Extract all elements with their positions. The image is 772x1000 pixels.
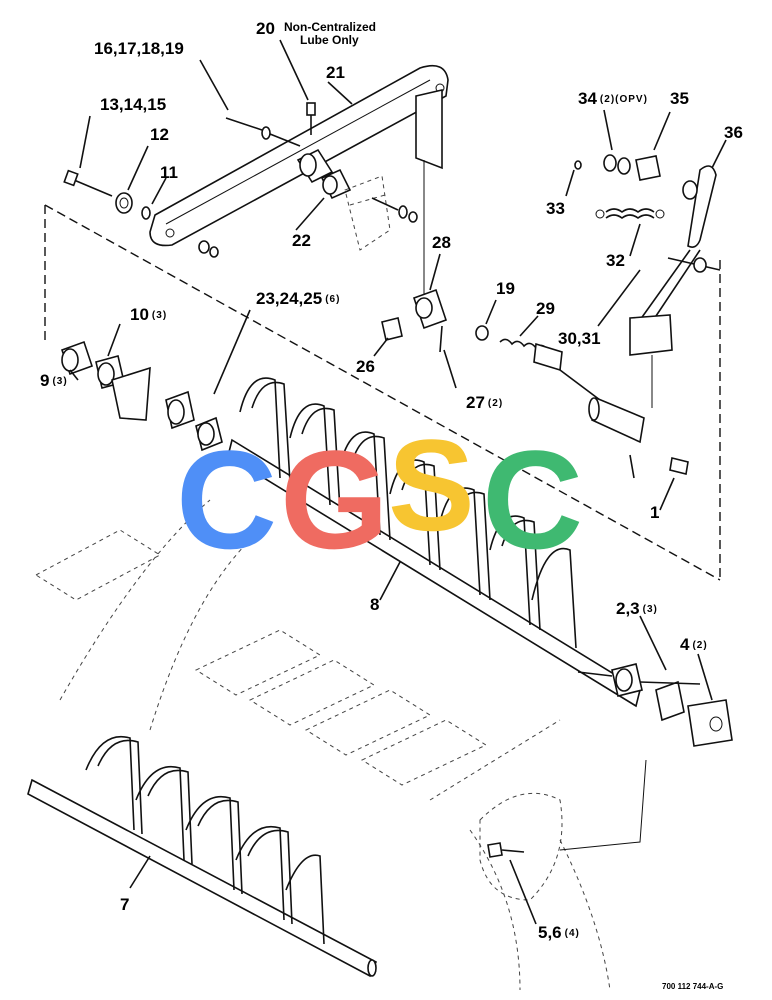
shields-dashed (35, 499, 611, 991)
mount-bracket (344, 175, 391, 251)
callout-36: 36 (724, 123, 743, 142)
shaft-7 (27, 736, 378, 978)
nut-19b (475, 325, 489, 341)
shield-disc (479, 759, 647, 901)
callout-8: 8 (370, 595, 380, 614)
washers-34 (603, 154, 631, 175)
callout-11: 11 (160, 163, 178, 182)
callout-28: 28 (432, 233, 451, 252)
callout-22: 22 (292, 231, 311, 250)
nut-right (371, 197, 418, 223)
callout-26: 26 (356, 357, 375, 376)
bushing-35 (635, 155, 698, 200)
callout-30-31: 30,31 (558, 329, 601, 348)
callout-1: 1 (650, 503, 660, 522)
pin-26 (381, 317, 403, 341)
callout-10: 10(3) (130, 305, 168, 324)
callout-27: 27(2) (466, 393, 504, 412)
watermark-c2: C (482, 421, 584, 578)
lube-fitting-20 (306, 102, 316, 135)
callout-13-15: 13,14,15 (100, 95, 167, 114)
cotter-27 (439, 325, 443, 353)
bearing-12 (115, 192, 133, 214)
leader-lines (69, 39, 727, 925)
callout-20: 20 (256, 19, 275, 38)
callout-34: 34(2)(OPV) (578, 89, 648, 108)
pin-33 (574, 160, 582, 170)
callout-4: 4(2) (680, 635, 708, 654)
nut-left (198, 240, 219, 258)
watermark-g: G (280, 421, 389, 578)
pin-1 (629, 454, 689, 479)
callout-32: 32 (606, 251, 625, 270)
shaft-8 (227, 438, 641, 708)
bolt-16-19 (225, 117, 301, 147)
callout-21: 21 (326, 63, 345, 82)
bearings-9-10 (60, 340, 223, 452)
right-bearing-4 (577, 663, 733, 747)
clevis-28 (412, 288, 448, 330)
callout-9: 9(3) (40, 371, 68, 390)
tines-8 (239, 377, 577, 649)
assembly-boundary (44, 204, 721, 581)
callout-33: 33 (546, 199, 565, 218)
callout-29: 29 (536, 299, 555, 318)
spring-32 (595, 208, 665, 219)
bushing-22 (296, 148, 352, 200)
callout-12: 12 (150, 125, 169, 144)
callout-16-19: 16,17,18,19 (94, 39, 184, 58)
callout-5-6: 5,6(4) (538, 923, 580, 942)
link-arm-36 (629, 165, 721, 408)
callout-35: 35 (670, 89, 689, 108)
callout-23-25: 23,24,25(6) (256, 289, 341, 308)
lever-arm-21 (149, 64, 449, 300)
bolt-13-15 (63, 169, 113, 197)
watermark-s: S (388, 412, 475, 558)
callout-19b: 19 (496, 279, 515, 298)
callout-2-3: 2,3(3) (616, 599, 658, 618)
spring-29 (499, 338, 563, 372)
watermark-c1: C (176, 421, 278, 578)
document-id: 700 112 744-A-G (662, 982, 724, 991)
rod-tube (559, 369, 645, 444)
washer-11 (141, 206, 151, 220)
callout-7: 7 (120, 895, 130, 914)
